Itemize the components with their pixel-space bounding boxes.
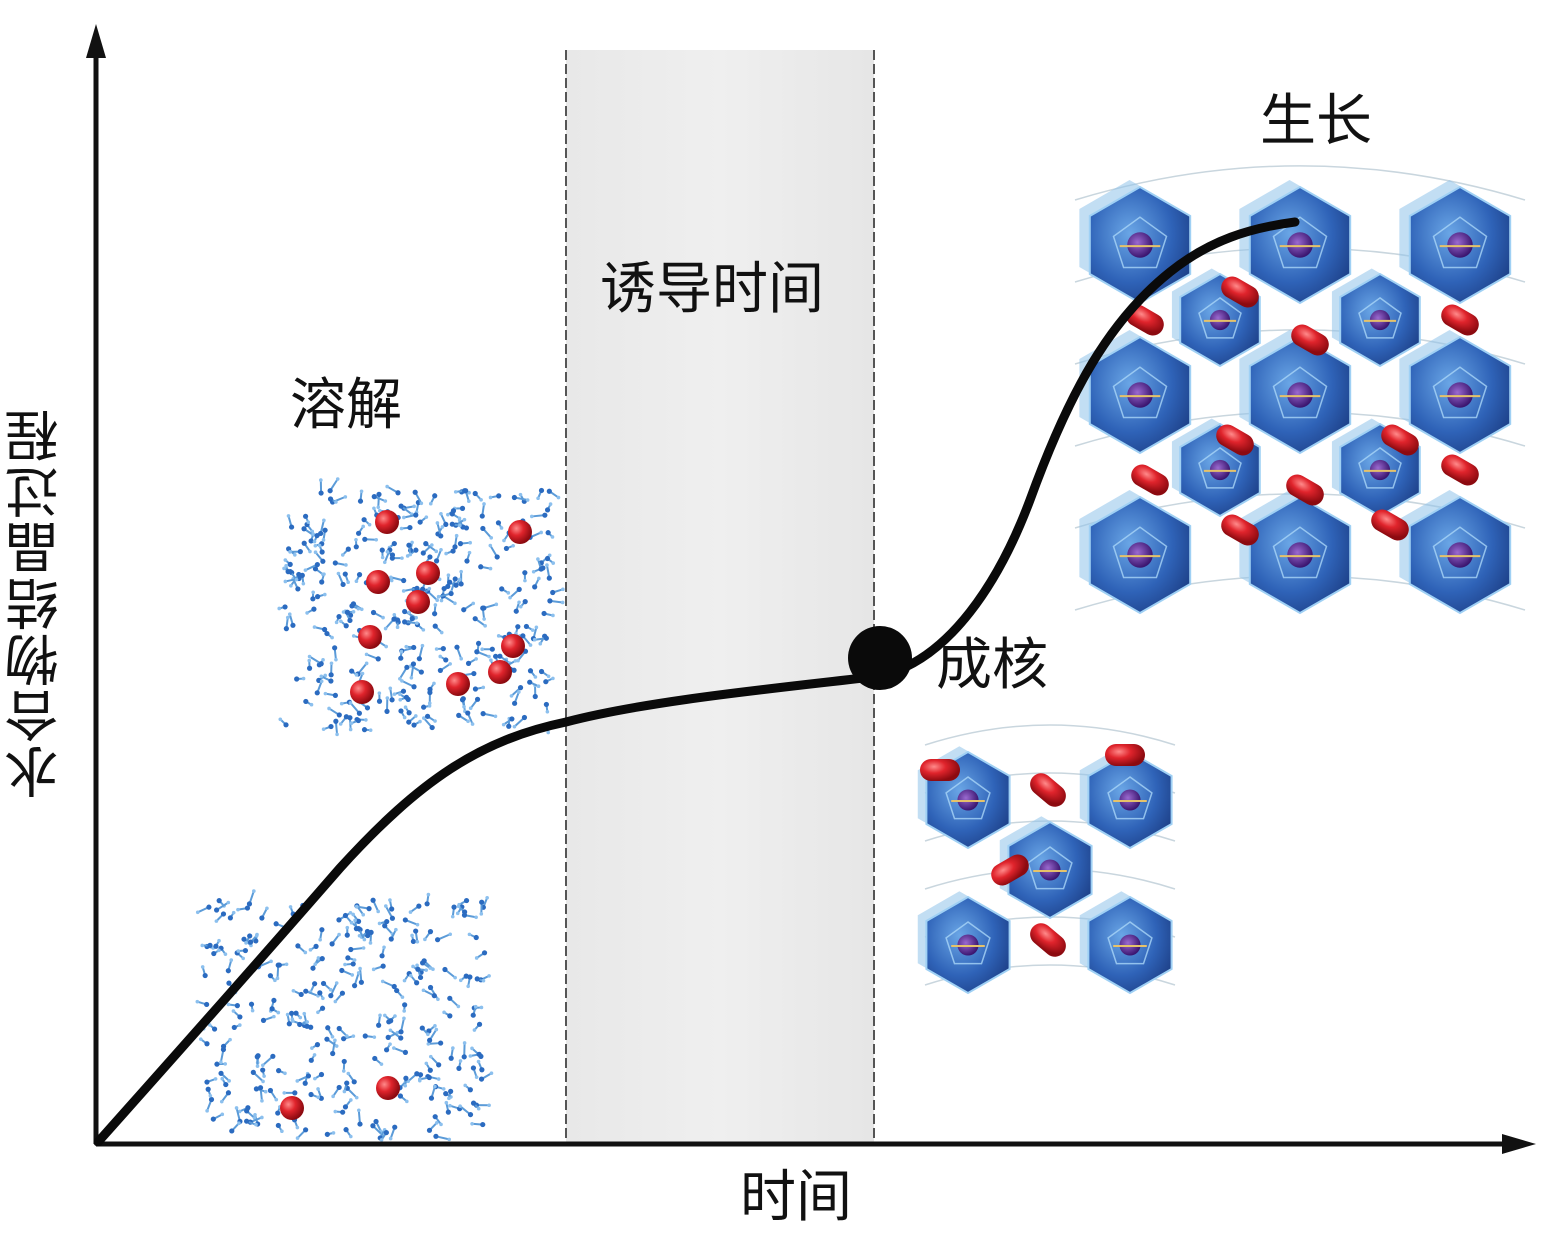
hydrate-crystal-lattice-icon: [1075, 166, 1525, 613]
induction-time-band: [566, 50, 874, 1144]
solution-molecules-icon: [196, 889, 494, 1141]
nucleation-label: 成核: [936, 638, 1048, 694]
growth-label: 生长: [1260, 94, 1372, 150]
induction-time-label: 诱导时间: [600, 262, 824, 318]
hydrate-cage-cluster-icon: [918, 725, 1175, 993]
solution-molecules-icon: [277, 477, 564, 736]
x-axis-label: 时间: [740, 1170, 852, 1226]
arrow-up-icon: [86, 24, 106, 58]
nucleation-point-icon: [848, 626, 912, 690]
dissolution-label: 溶解: [290, 378, 402, 434]
y-axis-label: 水合物结晶过程: [10, 383, 70, 823]
arrow-right-icon: [1502, 1134, 1536, 1154]
